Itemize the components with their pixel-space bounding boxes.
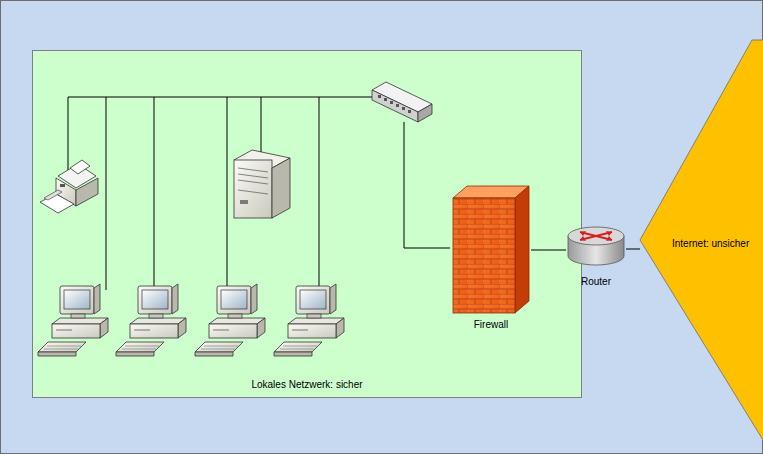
- firewall-icon: [451, 184, 531, 334]
- router: Router: [566, 224, 626, 290]
- device-label: Firewall: [451, 319, 531, 331]
- zone-label: Lokales Netzwerk: sicher: [33, 379, 581, 391]
- network-link: [626, 249, 640, 250]
- device-label: Router: [566, 276, 626, 288]
- firewall: Firewall: [451, 184, 531, 334]
- network-zone: FirewallLokales Netzwerk: sicher: [32, 50, 582, 398]
- zone-label: Internet: unsicher: [672, 238, 749, 250]
- internet-zone: Internet: unsicher: [640, 38, 763, 442]
